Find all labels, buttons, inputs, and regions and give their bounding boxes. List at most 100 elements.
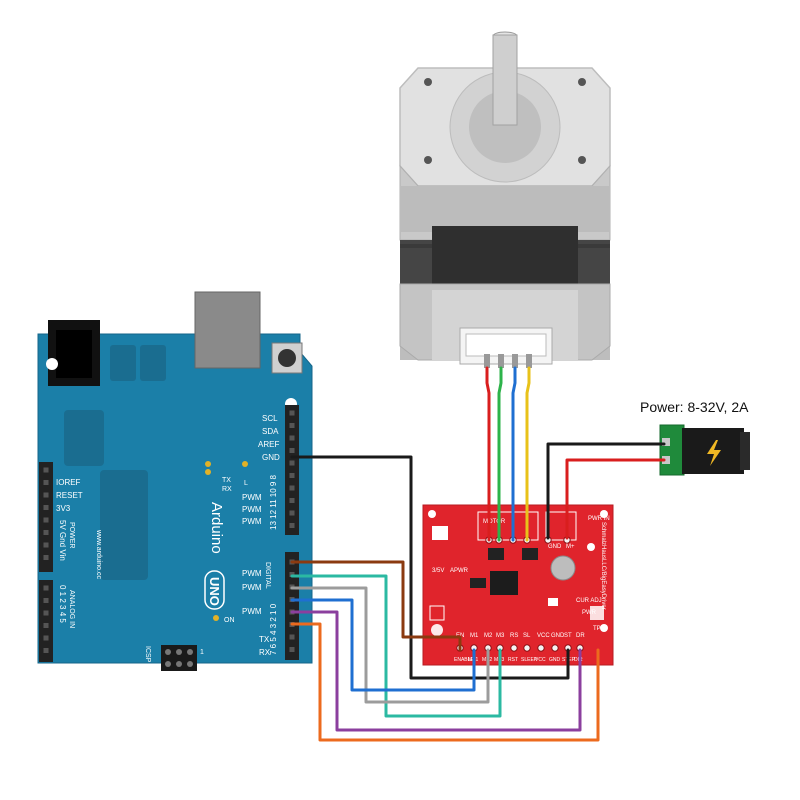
arduino-uno-board bbox=[37, 291, 313, 671]
pin-label-gnd: GND bbox=[262, 453, 280, 462]
arduino-labels: SCL SDA AREF GND PWM PWM PWM PWM PWM PWM… bbox=[56, 414, 280, 657]
driver-pin-label-bottom: GND bbox=[549, 657, 561, 663]
wire-step-purple bbox=[290, 610, 582, 732]
pin-label-sda: SDA bbox=[262, 427, 279, 436]
wire-motor-blue bbox=[511, 366, 517, 542]
driver-v-label: 3/5V bbox=[432, 568, 444, 574]
pin-label-aref: AREF bbox=[258, 440, 279, 449]
driver-pin bbox=[537, 644, 545, 652]
power-pin-ioref: IOREF bbox=[56, 478, 81, 487]
wire-motor-red bbox=[485, 366, 491, 542]
digital-pin-numbers-high: 13 12 11 10 9 8 bbox=[269, 474, 278, 530]
icsp-pin bbox=[165, 661, 171, 667]
wire-gnd-black bbox=[290, 455, 570, 680]
driver-pin-label-bottom: VCC bbox=[535, 657, 546, 663]
driver-pin-label-bottom: SLEEP bbox=[521, 657, 538, 663]
digital-pin-numbers-low: 7 6 5 4 3 2 1 0 bbox=[269, 603, 278, 655]
header-pin bbox=[43, 480, 49, 485]
digital-pin-numbers: 13 12 11 10 9 8 7 6 5 4 3 2 1 0 DIGITAL bbox=[264, 474, 278, 655]
icsp-pin bbox=[187, 649, 193, 655]
driver-pin-label-top: GND bbox=[551, 633, 565, 639]
power-pin-reset: RESET bbox=[56, 491, 83, 500]
driver-pin-label-top: RS bbox=[510, 633, 518, 639]
wire-ms1-blue bbox=[290, 598, 476, 692]
lightning-icon bbox=[707, 440, 721, 466]
pwm-label-9: PWM bbox=[242, 517, 262, 526]
analog-pin-numbers: 0 1 2 3 4 5 bbox=[58, 585, 67, 623]
driver-pin-label-top: SL bbox=[523, 633, 531, 639]
wire-dir-orange bbox=[290, 622, 600, 742]
arduino-model-text: UNO bbox=[207, 577, 222, 606]
wire-motor-yellow bbox=[525, 366, 531, 542]
driver-pwr-label: PWR bbox=[582, 610, 597, 616]
uno-badge bbox=[204, 570, 225, 610]
driver-pin-label-top: M3 bbox=[496, 633, 505, 639]
arduino-brand-text: Arduino bbox=[208, 502, 225, 554]
led-label-l: L bbox=[244, 480, 248, 487]
driver-pin-label-bottom: ENABLE bbox=[454, 657, 474, 663]
icsp-label: ICSP bbox=[144, 646, 151, 663]
driver-cur-label: CUR ADJ bbox=[576, 598, 602, 604]
icsp-pin bbox=[165, 649, 171, 655]
header-pin bbox=[289, 510, 295, 516]
wire-enable-brown bbox=[290, 560, 462, 652]
header-pin bbox=[289, 423, 295, 428]
header-pin bbox=[43, 517, 49, 523]
power-jack bbox=[659, 424, 750, 476]
driver-motor-label: MOTOR bbox=[483, 519, 506, 525]
header-pin bbox=[289, 634, 295, 640]
driver-pin bbox=[510, 644, 518, 652]
arduino-url: www.arduino.cc bbox=[95, 529, 102, 580]
arduino-branding: Arduino UNO www.arduino.cc 5V Gnd Vin PO… bbox=[58, 502, 225, 663]
wire-ms2-gray bbox=[290, 586, 490, 704]
driver-pin bbox=[551, 644, 559, 652]
header-pin bbox=[289, 410, 295, 416]
wires bbox=[290, 366, 666, 742]
power-label: Power: 8-32V, 2A bbox=[640, 399, 749, 415]
header-pin bbox=[43, 555, 49, 560]
led-label-tx: TX bbox=[222, 477, 231, 484]
header-pin bbox=[43, 623, 49, 628]
pin-label-scl: SCL bbox=[262, 414, 278, 423]
driver-pin-label-top: M1 bbox=[470, 633, 479, 639]
header-pin bbox=[43, 585, 49, 591]
analog-header: ANALOG IN bbox=[68, 590, 75, 628]
header-pin bbox=[289, 498, 295, 503]
icsp-pin bbox=[187, 661, 193, 667]
header-pin bbox=[289, 647, 295, 652]
header-pin bbox=[289, 523, 295, 528]
pwm-label-5: PWM bbox=[242, 583, 262, 592]
pin-label-tx: TX bbox=[259, 635, 270, 644]
pwm-label-6: PWM bbox=[242, 569, 262, 578]
big-easy-driver-board bbox=[422, 504, 614, 666]
driver-pin-label-top: VCC bbox=[537, 633, 550, 639]
header-pin bbox=[43, 542, 49, 548]
stepper-motor bbox=[399, 31, 611, 368]
header-pin bbox=[43, 610, 49, 616]
driver-pin-label-bottom: RST bbox=[508, 657, 518, 663]
wire-ms3-teal bbox=[290, 574, 502, 718]
header-pin bbox=[289, 473, 295, 478]
driver-labels: MOTOR PWR IN GND M+ 3/5V APWR CUR ADJ PW… bbox=[432, 516, 610, 632]
driver-pin-label-top: DR bbox=[576, 633, 585, 639]
header-pin bbox=[43, 598, 49, 603]
header-pin bbox=[43, 648, 49, 653]
wire-power-red bbox=[565, 458, 666, 540]
driver-apwr-label: APWR bbox=[450, 568, 469, 574]
led-label-rx: RX bbox=[222, 486, 232, 493]
pwm-label-3: PWM bbox=[242, 607, 262, 616]
icsp-pin-one: 1 bbox=[200, 649, 204, 656]
header-pin bbox=[43, 635, 49, 641]
icsp-pin bbox=[176, 661, 182, 667]
digital-label: DIGITAL bbox=[264, 562, 271, 589]
header-pin bbox=[289, 460, 295, 466]
driver-side-text: SchmalzHausLLC/BigEasyDriver bbox=[600, 522, 606, 610]
wire-power-black bbox=[546, 442, 666, 540]
pwm-label-11: PWM bbox=[242, 493, 262, 502]
header-pin bbox=[289, 485, 295, 491]
icsp-pin bbox=[176, 649, 182, 655]
pin-label-rx: RX bbox=[259, 648, 271, 657]
power-pin-3v3: 3V3 bbox=[56, 504, 71, 513]
header-pin bbox=[43, 467, 49, 473]
driver-pin-label-top: M2 bbox=[484, 633, 493, 639]
